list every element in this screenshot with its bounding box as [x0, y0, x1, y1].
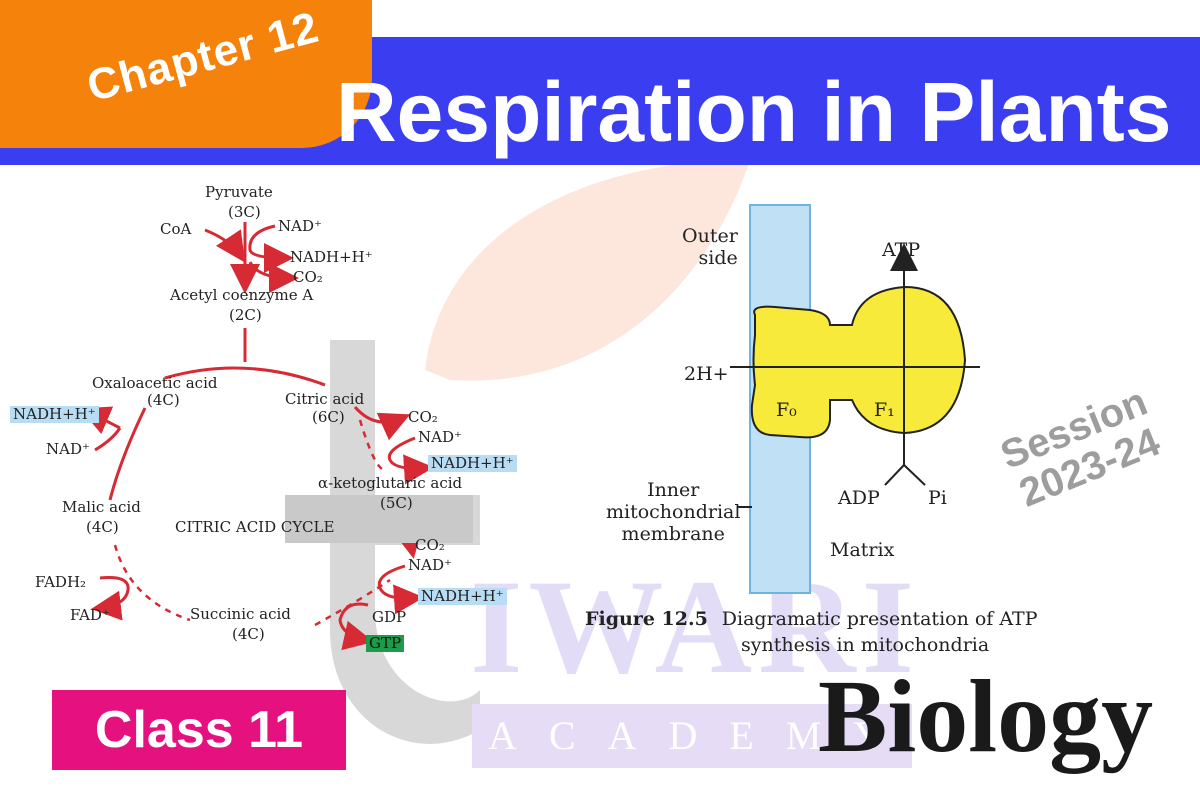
- co2-1-arrow: [353, 405, 411, 441]
- fadh2-arrow: [91, 576, 130, 621]
- succinic-carbon-label: (4C): [232, 625, 265, 643]
- atp-synthase-complex: [750, 285, 967, 439]
- fadh2-label: FADH₂: [35, 573, 87, 591]
- acetyl-join-curve: [164, 366, 326, 387]
- watermark-brand: IWARI: [470, 553, 921, 702]
- nadh-1-badge: NADH+H⁺: [428, 455, 517, 472]
- gdp-label: GDP: [372, 608, 407, 626]
- oxaloacetic-malic-line: [108, 407, 147, 501]
- class-badge: [52, 690, 346, 770]
- f1-label: F₁: [874, 399, 895, 421]
- pi-input-line: [903, 464, 926, 486]
- coa-label: CoA: [160, 220, 192, 238]
- co2-1-label: CO₂: [408, 408, 438, 426]
- page-title: Respiration in Plants: [336, 65, 1172, 159]
- nad-left-label: NAD⁺: [46, 440, 90, 458]
- malic-succinic-dashed: [113, 544, 191, 622]
- chapter-tab: [0, 0, 372, 148]
- session-stamp: Session 2023-24: [995, 380, 1169, 516]
- nadh-1-arrow: [387, 436, 434, 485]
- figure-caption-line2: synthesis in mitochondria: [741, 633, 990, 656]
- nad-2-label: NAD⁺: [408, 556, 452, 574]
- f0-label: F₀: [776, 399, 797, 421]
- cycle-label-box: [285, 495, 473, 543]
- inner-membrane-label: Inner mitochondrial membrane: [606, 479, 741, 545]
- krebs-cycle-diagram: [79, 222, 434, 651]
- coa-arrow: [204, 228, 245, 263]
- citric-acid-cycle-label: CITRIC ACID CYCLE: [175, 518, 335, 536]
- oxaloacetic-label: Oxaloacetic acid: [92, 374, 218, 392]
- pi-label: Pi: [928, 487, 947, 509]
- outer-side-label: Outer side: [682, 225, 738, 269]
- nadh-top-arrow: [248, 224, 294, 273]
- oxaloacetic-carbon-label: (4C): [147, 391, 180, 409]
- ketoglutaric-carbon-label: (5C): [380, 494, 413, 512]
- malic-carbon-label: (4C): [86, 518, 119, 536]
- watermark-academy: ACADEMY: [488, 713, 915, 758]
- malic-label: Malic acid: [62, 498, 141, 516]
- matrix-label: Matrix: [830, 539, 895, 561]
- citric-keto-dashed: [358, 419, 386, 472]
- nadh-left-badge: NADH+H⁺: [10, 406, 99, 423]
- atp-synthase-diagram: [730, 204, 980, 594]
- watermark-academy-bar: [472, 704, 912, 768]
- nad-1-label: NAD⁺: [418, 428, 462, 446]
- figure-caption: Figure 12.5 Diagramatic presentation of A…: [585, 607, 1038, 658]
- acetyl-carbon-label: (2C): [229, 306, 262, 324]
- atp-label: ATP: [882, 239, 921, 261]
- nad-top-label: NAD⁺: [278, 217, 322, 235]
- watermark-leaf-shape: [425, 160, 750, 381]
- pyruvate-carbon-label: (3C): [228, 203, 261, 221]
- h-plus-label: 2H+: [684, 363, 729, 385]
- adp-label: ADP: [838, 487, 880, 509]
- figure-number: Figure 12.5: [585, 608, 708, 630]
- figure-caption-line1: Diagramatic presentation of ATP: [721, 608, 1038, 630]
- ketoglutaric-label: α-ketoglutaric acid: [318, 474, 463, 492]
- co2-top-label: CO₂: [293, 268, 323, 286]
- nad-left-line: [94, 427, 122, 452]
- pyruvate-label: Pyruvate: [205, 183, 273, 201]
- gtp-arrow: [338, 602, 374, 651]
- citric-carbon-label: (6C): [312, 408, 345, 426]
- subject-label: Biology: [818, 659, 1154, 774]
- succinic-label: Succinic acid: [190, 605, 291, 623]
- class-label: Class 11: [94, 701, 304, 759]
- citric-label: Citric acid: [285, 390, 365, 408]
- acetyl-coa-label: Acetyl coenzyme A: [170, 286, 314, 304]
- co2-2-label: CO₂: [415, 536, 445, 554]
- gtp-badge: GTP: [366, 635, 405, 652]
- adp-input-line: [884, 464, 905, 486]
- nadh-top-label: NADH+H⁺: [290, 248, 373, 266]
- fad-label: FAD⁺: [70, 606, 110, 624]
- co2-top-arrow: [248, 261, 299, 293]
- nadh-2-badge: NADH+H⁺: [418, 588, 507, 605]
